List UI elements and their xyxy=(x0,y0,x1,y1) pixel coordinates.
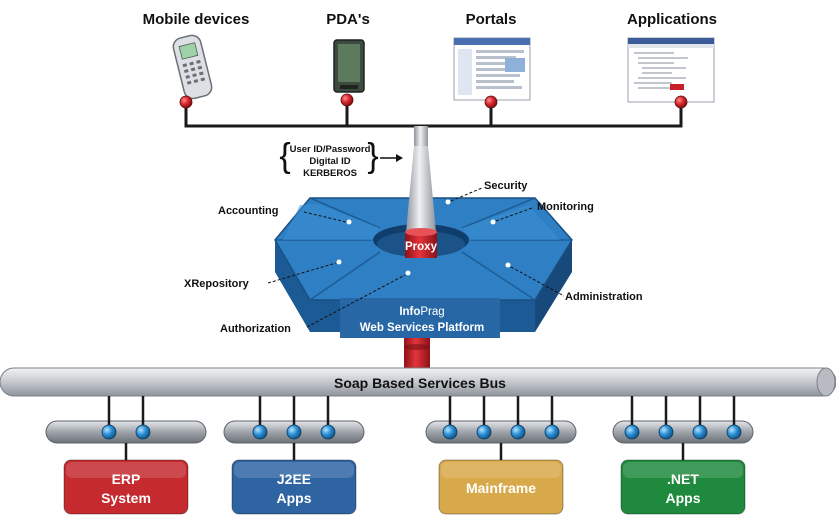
callout-monitoring: Monitoring xyxy=(537,201,594,213)
auth-methods: { } User ID/Password Digital ID KERBEROS xyxy=(279,137,403,179)
top-distribution-line xyxy=(179,93,688,128)
bus-connector-node xyxy=(692,424,708,440)
system-label-line1: J2EE xyxy=(277,471,311,487)
system-box xyxy=(231,459,357,515)
auth-method-digital-id: Digital ID xyxy=(309,156,350,167)
proxy-label: Proxy xyxy=(405,241,438,253)
backend-systems: ERP System J2EE Apps Mainframe .NET Apps xyxy=(45,396,754,515)
system-box xyxy=(620,459,746,515)
pda-icon xyxy=(333,39,365,93)
bus-connector-node xyxy=(658,424,674,440)
auth-method-kerberos: KERBEROS xyxy=(303,168,357,179)
hub-bar xyxy=(45,420,207,444)
bus-connector-node xyxy=(101,424,117,440)
svg-text:{: { xyxy=(279,137,290,175)
device-label-portals: Portals xyxy=(466,11,517,28)
mobile-phone-icon xyxy=(172,34,213,100)
bus-connector-node xyxy=(624,424,640,440)
callout-security: Security xyxy=(484,180,528,192)
callout-xrepository: XRepository xyxy=(184,278,250,290)
bus-connector-node xyxy=(726,424,742,440)
bus-connector-node xyxy=(252,424,268,440)
system-label-line2: System xyxy=(101,490,151,506)
bus-label: Soap Based Services Bus xyxy=(334,375,506,391)
auth-method-userid: User ID/Password xyxy=(290,144,371,155)
system-label-line1: ERP xyxy=(112,471,141,487)
connector-knob xyxy=(484,95,498,109)
svg-text:}: } xyxy=(367,137,378,175)
system-box-highlight xyxy=(441,462,561,478)
proxy-pipe: Proxy xyxy=(405,126,438,258)
callout-accounting: Accounting xyxy=(218,205,279,217)
system-label-line2: Apps xyxy=(277,490,312,506)
portal-screenshot-icon xyxy=(453,37,531,101)
platform-name: InfoPrag xyxy=(399,306,444,318)
platform-title-panel xyxy=(340,298,500,338)
device-labels: Mobile devices PDA's Portals Application… xyxy=(143,11,717,28)
connector-knob xyxy=(340,93,354,107)
system-box-highlight xyxy=(623,462,743,478)
connector-knob xyxy=(179,95,193,109)
application-screenshot-icon xyxy=(627,37,715,103)
platform-subtitle: Web Services Platform xyxy=(360,322,484,334)
callout-authorization: Authorization xyxy=(220,323,291,335)
bus-connector-node xyxy=(320,424,336,440)
system-group: J2EE Apps xyxy=(223,396,365,515)
platform-brand-bold: Info xyxy=(399,306,420,318)
callout-administration: Administration xyxy=(565,291,643,303)
device-label-applications: Applications xyxy=(627,11,717,28)
system-box-highlight xyxy=(234,462,354,478)
system-box-highlight xyxy=(66,462,186,478)
platform-brand-rest: Prag xyxy=(420,306,444,318)
system-label-line1: Mainframe xyxy=(466,480,536,496)
device-label-pda: PDA's xyxy=(326,11,370,28)
system-box xyxy=(63,459,189,515)
bus-connector-node xyxy=(476,424,492,440)
device-label-mobile: Mobile devices xyxy=(143,11,250,28)
bus-connector-node xyxy=(442,424,458,440)
system-group: .NET Apps xyxy=(612,396,754,515)
system-label-line1: .NET xyxy=(667,471,699,487)
bus-connector-node xyxy=(135,424,151,440)
system-group: Mainframe xyxy=(425,396,577,515)
bus-connector-node xyxy=(544,424,560,440)
soap-services-bus: Soap Based Services Bus xyxy=(0,367,836,397)
system-label-line2: Apps xyxy=(666,490,701,506)
system-box xyxy=(438,459,564,515)
platform-callouts: Security Monitoring Accounting XReposito… xyxy=(184,180,643,335)
connector-knob xyxy=(674,95,688,109)
bus-connector-node xyxy=(286,424,302,440)
bus-connector-node xyxy=(510,424,526,440)
system-group: ERP System xyxy=(45,396,207,515)
